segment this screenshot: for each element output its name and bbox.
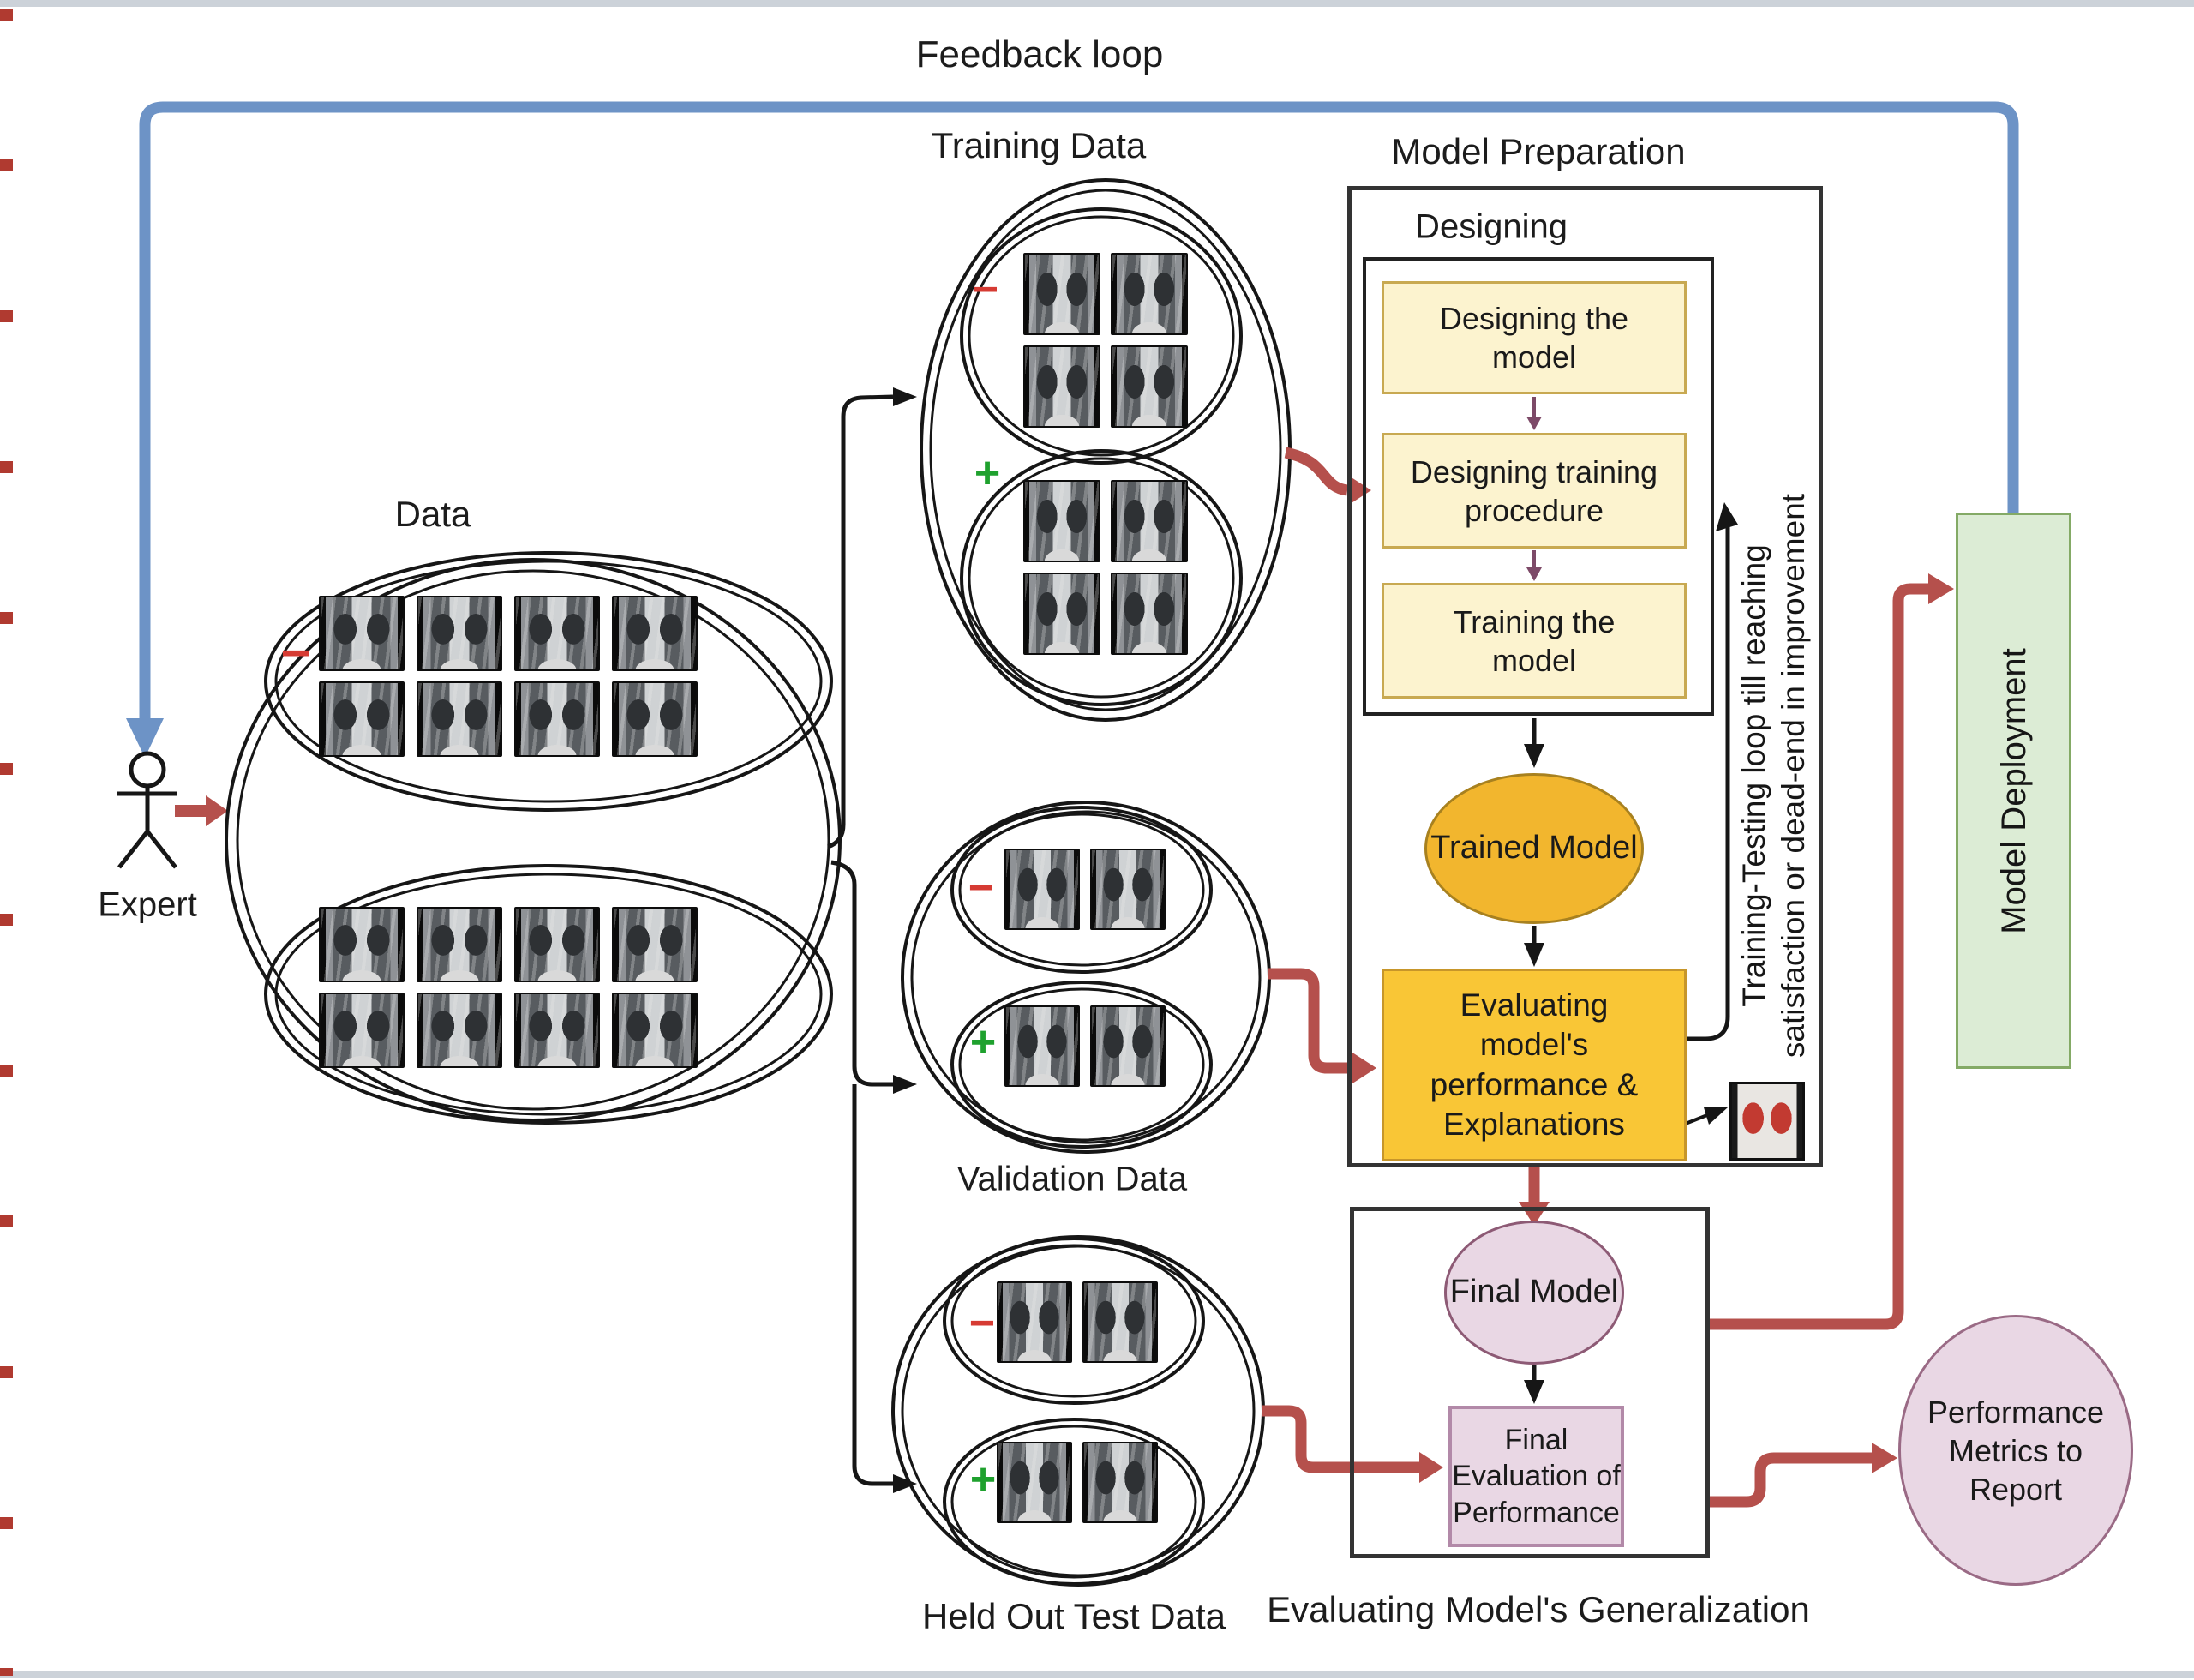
xray-thumbnail [514,907,600,982]
training-to-designing-arrow [1284,447,1371,506]
xray-thumbnail [1004,849,1080,930]
xray-thumbnail [417,596,502,671]
xray-thumbnail [319,681,405,757]
heldout-positive-thumbnails [997,1442,1158,1523]
xray-thumbnail [1090,849,1166,930]
validation-negative-thumbnails [1004,849,1166,930]
xray-thumbnail [1023,253,1100,335]
training-testing-loop-note: Training-Testing loop till reaching sati… [1736,493,1811,1059]
validation-to-evaluating-arrow [1268,968,1376,1083]
step1-to-step2-arrow [1526,397,1542,430]
heldout-positive-sign: + [969,1455,997,1504]
validation-data-label: Validation Data [956,1160,1188,1198]
model-deployment-label: Model Deployment [1994,647,2033,934]
data-positive-thumbnails [319,907,698,1068]
split-arrowhead-validation-icon [893,1075,917,1094]
trained-to-evaluating-arrow [1524,926,1544,967]
data-ellipse-group [225,551,842,1125]
training-positive-thumbnails [1023,480,1188,655]
xray-thumbnail [319,907,405,982]
evaluating-performance-node: Evaluating model's performance & Explana… [1382,969,1687,1161]
scan-edge-bottom [0,1671,2194,1678]
finalmodel-to-finaleval-arrow [1524,1365,1544,1404]
xray-thumbnail [319,596,405,671]
diagram-title: Feedback loop [915,33,1164,75]
xray-thumbnail [612,993,698,1068]
feedback-loop-path [126,101,2019,758]
xray-thumbnail [1111,480,1188,562]
xray-thumbnail [417,681,502,757]
xray-thumbnail [319,993,405,1068]
heldout-negative-sign: − [968,1299,996,1348]
expert-label: Expert [98,885,197,924]
heldout-negative-thumbnails [997,1281,1158,1363]
trained-model-node: Trained Model [1424,773,1644,924]
xray-thumbnail [1023,345,1100,428]
xray-thumbnail [417,993,502,1068]
xray-thumbnail [1111,345,1188,428]
data-split-arrows [827,394,894,1486]
xray-thumbnail [1111,253,1188,335]
training-positive-sign: + [974,448,1001,498]
xray-thumbnail [612,596,698,671]
explanation-xray-thumbnail [1729,1082,1805,1161]
xray-thumbnail [1023,480,1100,562]
designing-box [1363,257,1714,716]
designing-training-procedure-step: Designing training procedure [1382,433,1687,549]
split-arrowhead-training-icon [893,387,917,406]
held-out-test-data-label: Held Out Test Data [921,1596,1226,1636]
xray-thumbnail [1023,573,1100,655]
training-negative-thumbnails [1023,253,1188,428]
xray-thumbnail [417,907,502,982]
training-data-label: Training Data [931,125,1147,165]
finalmodel-to-deployment-arrow [1708,573,1954,1330]
validation-ellipse-group [901,801,1271,1154]
designing-to-trained-arrow [1524,718,1544,768]
xray-thumbnail [514,681,600,757]
xray-thumbnail [612,681,698,757]
final-evaluation-node: Final Evaluation of Performance [1448,1406,1624,1547]
scan-edge-artifacts [0,9,13,1676]
designing-label: Designing [1415,207,1568,246]
xray-thumbnail [1082,1281,1158,1363]
training-negative-sign: − [972,265,999,315]
designing-model-step: Designing the model [1382,281,1687,394]
expert-to-data-arrow [175,795,228,826]
data-negative-thumbnails [319,596,698,757]
heldout-to-finaleval-arrow [1262,1405,1443,1483]
xray-thumbnail [1090,1005,1166,1087]
final-model-node: Final Model [1444,1221,1624,1365]
xray-thumbnail [514,596,600,671]
validation-negative-sign: − [968,863,995,913]
data-negative-sign: − [280,624,311,681]
feedback-arrowhead-icon [126,718,164,758]
xray-thumbnail [612,907,698,982]
xray-thumbnail [1082,1442,1158,1523]
model-preparation-box [1347,186,1823,1167]
expert-figure-icon [117,751,177,869]
training-testing-loop-arrow [1685,502,1738,1041]
finaleval-to-metrics-arrow [1708,1443,1897,1508]
training-model-step: Training the model [1382,583,1687,699]
xray-thumbnail [997,1281,1072,1363]
xray-thumbnail [1004,1005,1080,1087]
generalization-label: Evaluating Model's Generalization [1267,1589,1810,1629]
validation-positive-thumbnails [1004,1005,1166,1087]
validation-positive-sign: + [969,1017,997,1067]
data-label: Data [394,494,471,534]
model-preparation-label: Model Preparation [1391,131,1686,171]
scan-edge-top [0,0,2194,7]
xray-thumbnail [997,1442,1072,1523]
step2-to-step3-arrow [1526,550,1542,581]
xray-thumbnail [514,993,600,1068]
performance-metrics-node: Performance Metrics to Report [1898,1315,2133,1586]
generalization-box [1350,1207,1710,1558]
xray-thumbnail [1111,573,1188,655]
model-deployment-box: Model Deployment [1956,513,2071,1069]
split-arrowhead-heldout-icon [893,1474,917,1493]
